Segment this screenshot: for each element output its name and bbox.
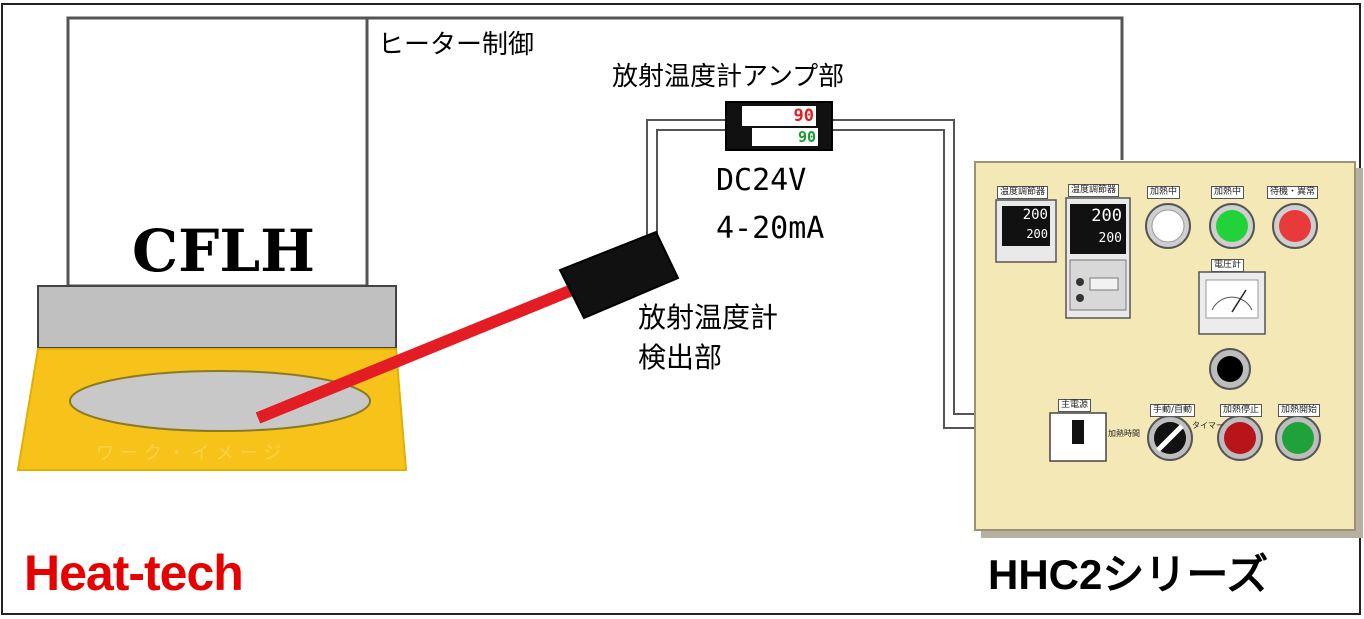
temp-controller-1-label: 温度調節器 [997,186,1049,199]
amp-wire-left-outer [646,119,726,238]
workpiece-spot [69,370,371,432]
black-knob-center [1217,356,1243,382]
ammeter-label: 電圧計 [1211,259,1245,272]
amp-display-top-value: 90 [793,106,814,126]
red-lamp-lens [1279,210,1311,242]
heat-stop-label: 加熱停止 [1220,404,1263,417]
keypad-key-icon [1076,278,1084,286]
keypad-key-icon [1076,294,1084,302]
power-switch-toggle [1072,420,1084,444]
amp-wire-left-inner [656,129,726,234]
temp-controller-2-pv: 200 [1091,206,1122,226]
amp-display-bottom [752,128,818,146]
green-lamp-lens [1216,210,1248,242]
ammeter-face [1205,279,1259,319]
heating-lamp-1-label: 加熱中 [1147,186,1181,199]
white-lamp-lens [1151,209,1185,243]
selector-left-label: 加熱時間 [1108,429,1140,438]
selector-label: 手動/自動 [1150,404,1196,417]
heater-control-label: ヒーター制御 [378,30,535,60]
selector-switch-bar [1156,424,1184,452]
cflh-heater-body [66,16,369,288]
amp-display-top [742,106,816,126]
heat-stop-button-face [1224,422,1256,454]
heater-name-label: CFLH [132,217,315,285]
temp-controller-2-screen [1070,204,1126,254]
temp-controller-1-screen [1002,206,1050,246]
temp-controller-1-pv: 200 [1022,207,1048,223]
keypad-label [1089,277,1119,291]
amp-wire-right-inner [832,129,975,429]
infrared-beam [255,284,575,424]
radiation-thermometer-detector [558,230,680,320]
temp-controller-1-sv: 200 [1026,227,1048,241]
workpiece-label: ワーク・イメージ [96,443,288,464]
amp-wire-right-outer [832,119,975,415]
main-power-label: 主電源 [1058,399,1092,412]
dc-voltage-label: DC24V [716,163,807,198]
brand-label: Heat-tech [24,545,244,601]
amp-display-bottom-value: 90 [797,128,816,146]
cflh-heater-base [37,285,397,349]
ammeter-needle [1231,289,1247,313]
detector-label-line1: 放射温度計 [638,301,779,334]
selector-right-label: タイマー [1192,421,1224,430]
amp-unit-label: 放射温度計アンプ部 [612,62,845,92]
temp-controller-2-label: 温度調節器 [1068,184,1120,197]
heat-start-label: 加熱開始 [1278,404,1321,417]
detector-label-line2: 検出部 [638,341,723,374]
heating-lamp-2-label: 加熱中 [1211,186,1245,199]
temp-controller-2-sv: 200 [1098,231,1122,246]
standby-fault-label: 待機・異常 [1267,186,1319,199]
ammeter-scale [1211,296,1253,311]
heat-start-button-face [1282,422,1314,454]
current-range-label: 4-20mA [716,211,825,246]
series-label: HHC2シリーズ [988,551,1269,598]
